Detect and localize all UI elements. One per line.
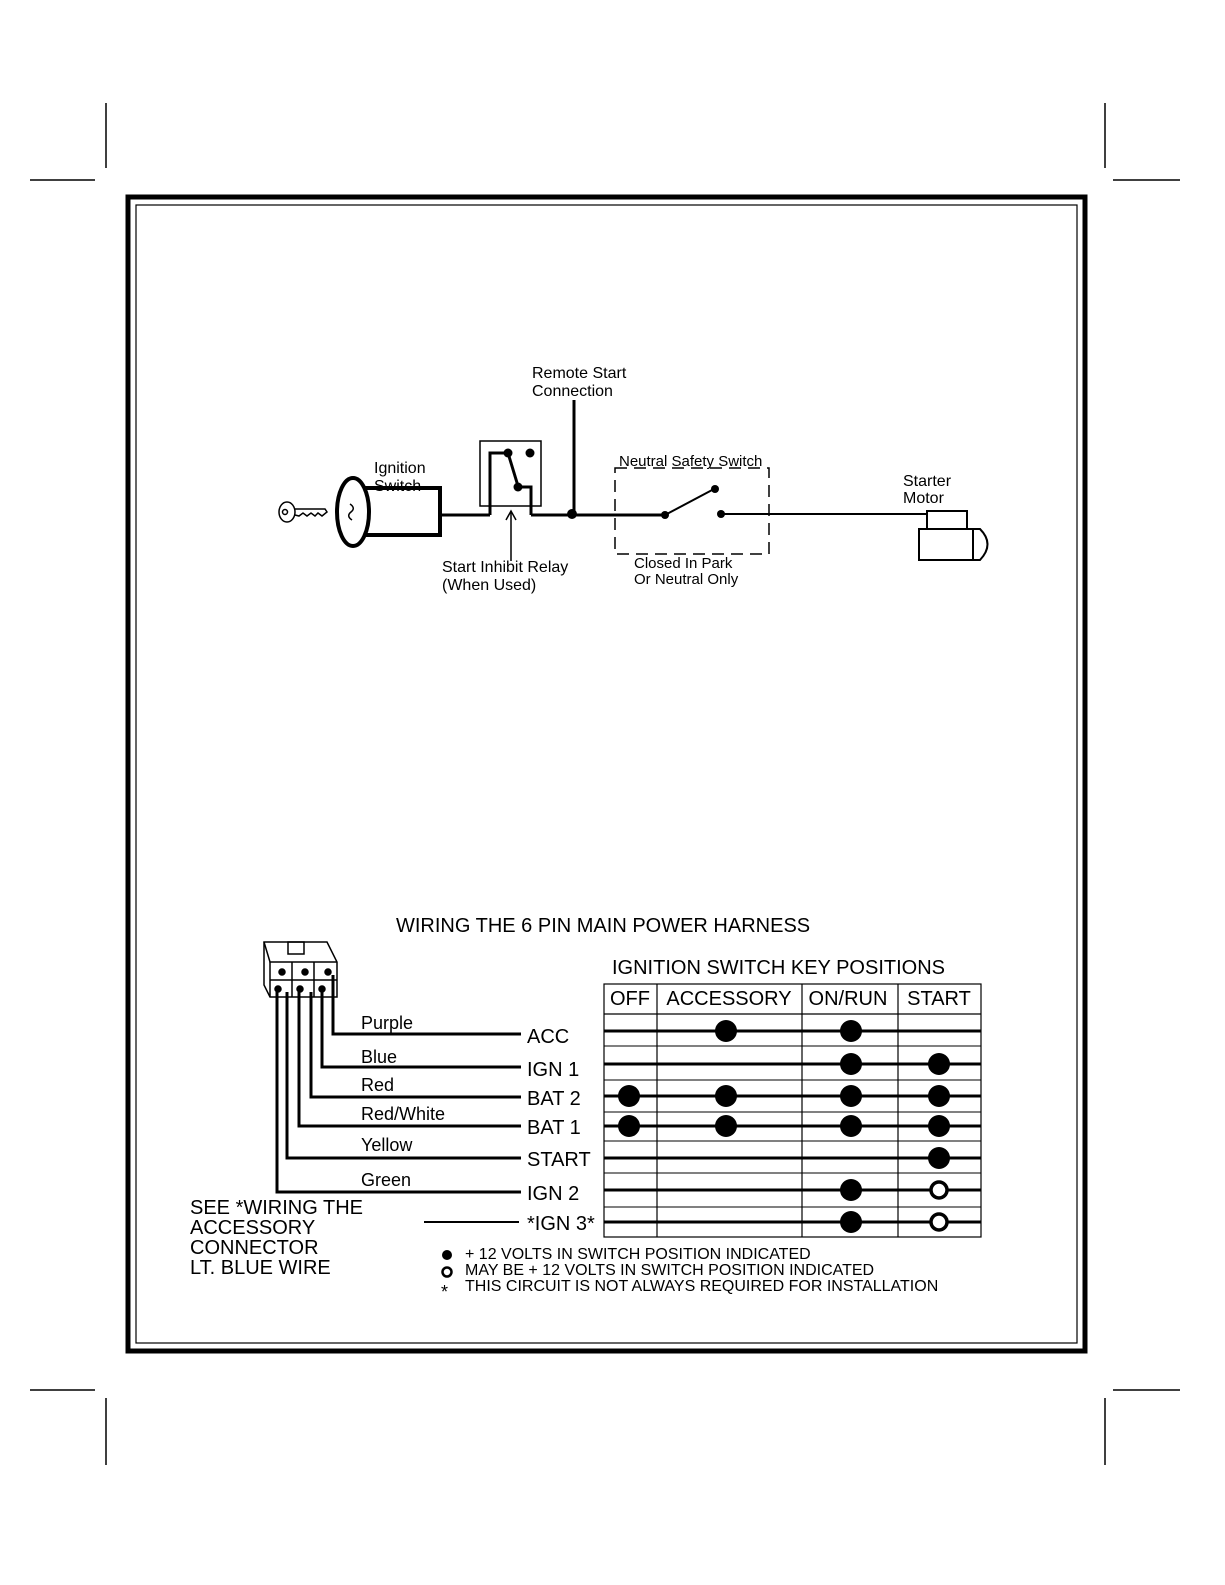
voltage-dot [928,1115,950,1137]
circuit-label: BAT 1 [527,1117,581,1139]
neutral-safety-switch-label: Neutral Safety Switch [619,453,762,470]
key-icon [278,501,329,523]
voltage-dot [618,1115,640,1137]
remote-start-junction [567,509,577,519]
wire-color-label: Red/White [361,1104,445,1124]
voltage-dot [840,1020,862,1042]
legend-text: MAY BE + 12 VOLTS IN SWITCH POSITION IND… [465,1262,874,1279]
voltage-dot [715,1085,737,1107]
circuit-label: ACC [527,1026,569,1048]
table-rows [604,1020,981,1233]
voltage-dot [618,1085,640,1107]
voltage-dot [715,1115,737,1137]
legend-text: + 12 VOLTS IN SWITCH POSITION INDICATED [465,1246,811,1263]
starter-motor-icon [918,510,989,561]
position-header-on-run: ON/RUN [809,988,888,1010]
voltage-dot [840,1179,862,1201]
remote-start-label: Remote Start [532,365,627,382]
asterisk-icon: * [441,1282,448,1302]
nss-note: Closed In Park [634,555,733,572]
voltage-dot [715,1020,737,1042]
page-frame [125,194,1088,1354]
circuit-label: IGN 2 [527,1183,579,1205]
circuit-label: BAT 2 [527,1088,581,1110]
table-title: IGNITION SWITCH KEY POSITIONS [612,957,945,979]
voltage-dot [840,1053,862,1075]
see-note-line: CONNECTOR [190,1237,319,1259]
wire-color-label: Purple [361,1013,413,1033]
key-positions-table [603,983,982,1238]
maybe-voltage-dot [929,1212,949,1232]
voltage-dot [928,1147,950,1169]
see-note-line: LT. BLUE WIRE [190,1257,331,1279]
position-header-off: OFF [610,988,650,1010]
connector-icon [263,941,338,998]
legend: * + 12 VOLTS IN SWITCH POSITION INDICATE… [441,1246,938,1302]
voltage-dot [840,1211,862,1233]
wire-color-label: Blue [361,1047,397,1067]
starter-circuit-diagram: Remote Start Connection Ignition Switch … [278,365,989,594]
relay-label-2: (When Used) [442,577,536,594]
crop-marks [30,103,1180,1465]
open-dot-icon [441,1266,453,1278]
position-header-start: START [907,988,971,1010]
harness-diagram: WIRING THE 6 PIN MAIN POWER HARNESS [190,915,982,1302]
maybe-voltage-dot [929,1180,949,1200]
start-inhibit-relay-icon [479,440,542,561]
relay-label: Start Inhibit Relay [442,559,568,576]
voltage-dot [928,1085,950,1107]
nss-note-2: Or Neutral Only [634,571,739,588]
circuit-label: IGN 1 [527,1059,579,1081]
circuit-label: START [527,1149,591,1171]
starter-motor-label: Starter [903,473,952,490]
neutral-safety-switch-icon [614,467,770,555]
remote-start-label-2: Connection [532,383,613,400]
harness-wires [275,975,521,1223]
starter-motor-label-2: Motor [903,490,945,507]
voltage-dot [840,1085,862,1107]
ignition-switch-icon [335,476,442,548]
voltage-dot [928,1053,950,1075]
see-note-line: SEE *WIRING THE [190,1197,363,1219]
voltage-dot [840,1115,862,1137]
wire-color-label: Red [361,1075,394,1095]
see-note-line: ACCESSORY [190,1217,315,1239]
wire-color-label: Yellow [361,1135,413,1155]
harness-title: WIRING THE 6 PIN MAIN POWER HARNESS [396,915,810,937]
wire-color-label: Green [361,1170,411,1190]
filled-dot-icon [442,1250,452,1260]
ignition-switch-label-2: Switch [374,478,421,495]
ignition-switch-label: Ignition [374,460,426,477]
circuit-label: *IGN 3* [527,1213,595,1235]
position-header-accessory: ACCESSORY [666,988,791,1010]
legend-text: THIS CIRCUIT IS NOT ALWAYS REQUIRED FOR … [465,1278,938,1295]
